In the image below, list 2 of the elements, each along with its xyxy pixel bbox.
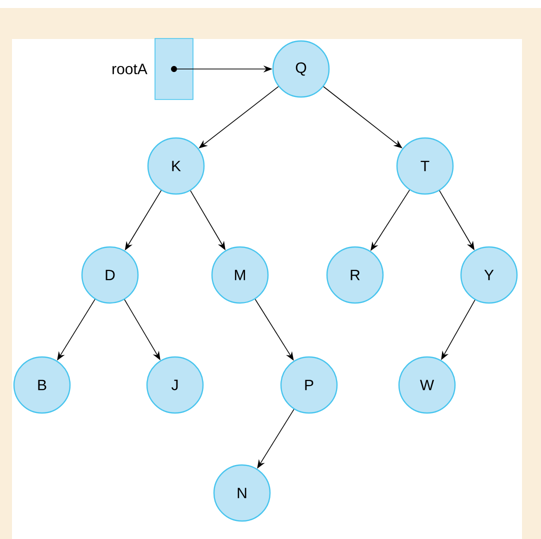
pointer-box <box>154 38 194 100</box>
variable-name: rootA <box>112 64 148 74</box>
